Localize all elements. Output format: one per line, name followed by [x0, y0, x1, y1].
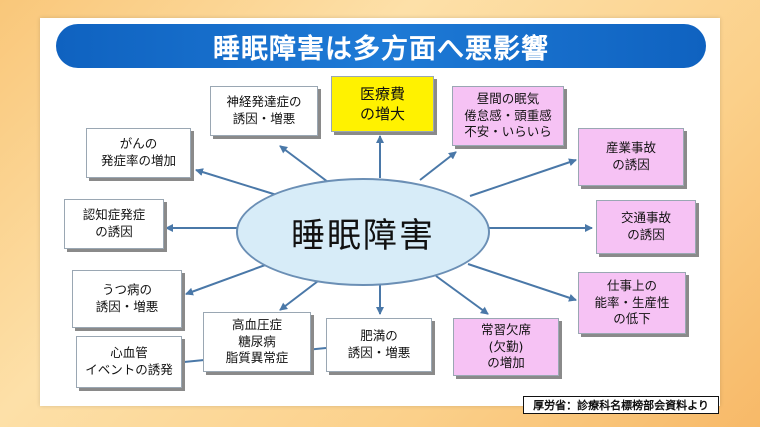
effect-cardio: 心血管 イベントの誘発 — [76, 336, 182, 388]
effect-absence: 常習欠席 (欠勤) の増加 — [453, 318, 559, 376]
arrow-to-absence — [435, 275, 489, 315]
effect-obesity: 肥満の 誘因・増悪 — [326, 318, 432, 372]
arrow-to-industrial — [469, 158, 577, 197]
effect-productivity: 仕事上の 能率・生産性 の低下 — [578, 272, 686, 334]
effect-traffic: 交通事故 の誘因 — [596, 200, 696, 254]
effect-medical-cost: 医療費 の増大 — [331, 76, 434, 132]
effect-metabolic: 高血圧症 糖尿病 脂質異常症 — [203, 312, 311, 372]
page-title: 睡眠障害は多方面へ悪影響 — [56, 24, 706, 68]
effect-daytime: 昼間の眠気 倦怠感・頭重感 不安・いらいら — [452, 86, 564, 146]
effect-neuro: 神経発達症の 誘因・増悪 — [210, 86, 318, 136]
arrow-to-metabolic — [279, 277, 323, 311]
arrow-to-depression — [185, 263, 269, 296]
effect-cancer: がんの 発症率の増加 — [86, 128, 191, 178]
arrow-to-productivity — [467, 263, 577, 302]
source-caption: 厚労省：診療科名標榜部会資料より — [523, 396, 719, 414]
arrow-to-daytime — [419, 151, 457, 181]
arrow-to-neuro — [279, 145, 329, 183]
arrow-to-cancer — [195, 168, 281, 197]
center-sleep-disorder: 睡眠障害 — [236, 178, 490, 286]
effect-industrial: 産業事故 の誘因 — [578, 128, 684, 186]
effect-dementia: 認知症発症 の誘因 — [64, 199, 164, 249]
effect-depression: うつ病の 誘因・増悪 — [72, 270, 182, 328]
